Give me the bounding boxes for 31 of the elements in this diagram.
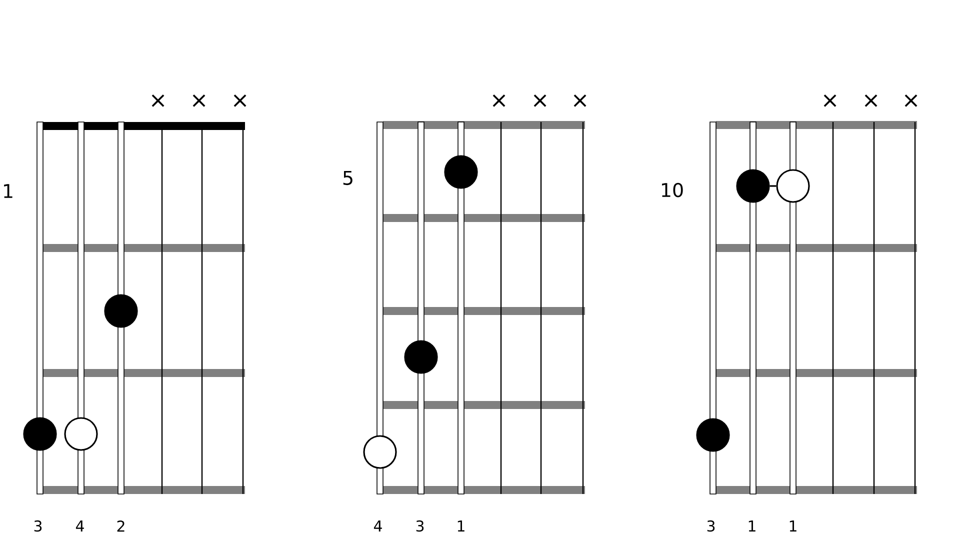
muted-string-mark: ×	[492, 94, 506, 107]
muted-string-mark: ×	[534, 94, 546, 107]
finger-number: 4	[374, 520, 382, 532]
muted-string-mark: ×	[192, 94, 206, 107]
muted-string-mark: ×	[864, 94, 878, 107]
fret-number: 10	[662, 182, 683, 198]
finger-number: 1	[458, 520, 464, 532]
finger-number: 3	[707, 520, 715, 532]
finger-dot	[104, 294, 138, 328]
muted-string-mark: ×	[824, 94, 836, 107]
finger-number: 3	[34, 520, 42, 532]
finger-number: 1	[790, 520, 796, 532]
hollow-finger-dot	[64, 417, 98, 451]
connector-line	[770, 185, 776, 187]
fret-number: 5	[343, 170, 352, 186]
finger-number: 3	[416, 520, 424, 532]
finger-number: 1	[748, 520, 756, 532]
muted-string-mark: ×	[234, 94, 246, 107]
fret-number: 1	[4, 184, 12, 198]
hollow-finger-dot	[776, 169, 810, 203]
finger-dot	[444, 155, 478, 189]
hollow-finger-dot	[363, 435, 397, 469]
muted-string-mark: ×	[904, 94, 918, 107]
finger-dot	[696, 418, 730, 452]
muted-string-mark: ×	[574, 94, 586, 107]
finger-number: 2	[117, 520, 124, 532]
muted-string-mark: ×	[152, 94, 164, 107]
finger-dot	[736, 169, 770, 203]
finger-dot	[23, 417, 57, 451]
finger-dot	[404, 340, 438, 374]
finger-number: 4	[76, 520, 84, 532]
